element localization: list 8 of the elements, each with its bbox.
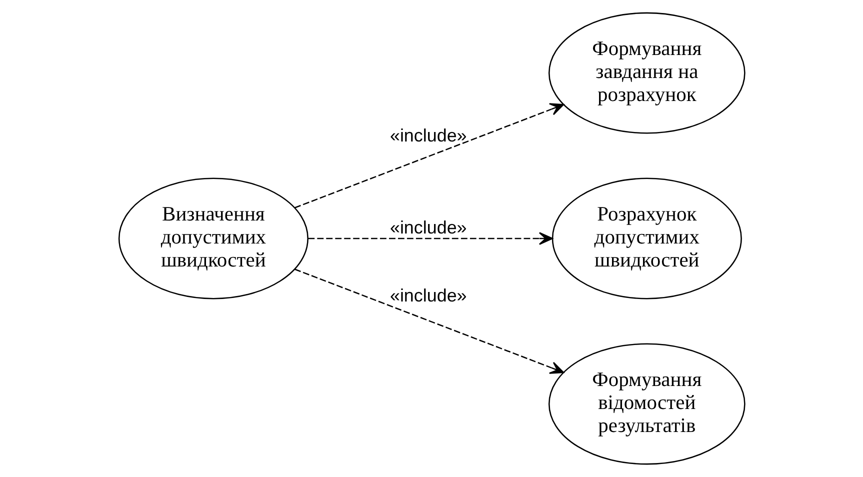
node-ellipse: Розрахунок допустимих швидкостей [551,178,742,300]
arrow [294,103,564,208]
edge-label: «include» [389,286,466,306]
node-ellipse: Визначення допустимих швидкостей [118,178,308,300]
edge-label: «include» [389,125,466,146]
arrow [294,268,564,374]
arrow [308,232,552,245]
edge-label: «include» [389,218,466,238]
